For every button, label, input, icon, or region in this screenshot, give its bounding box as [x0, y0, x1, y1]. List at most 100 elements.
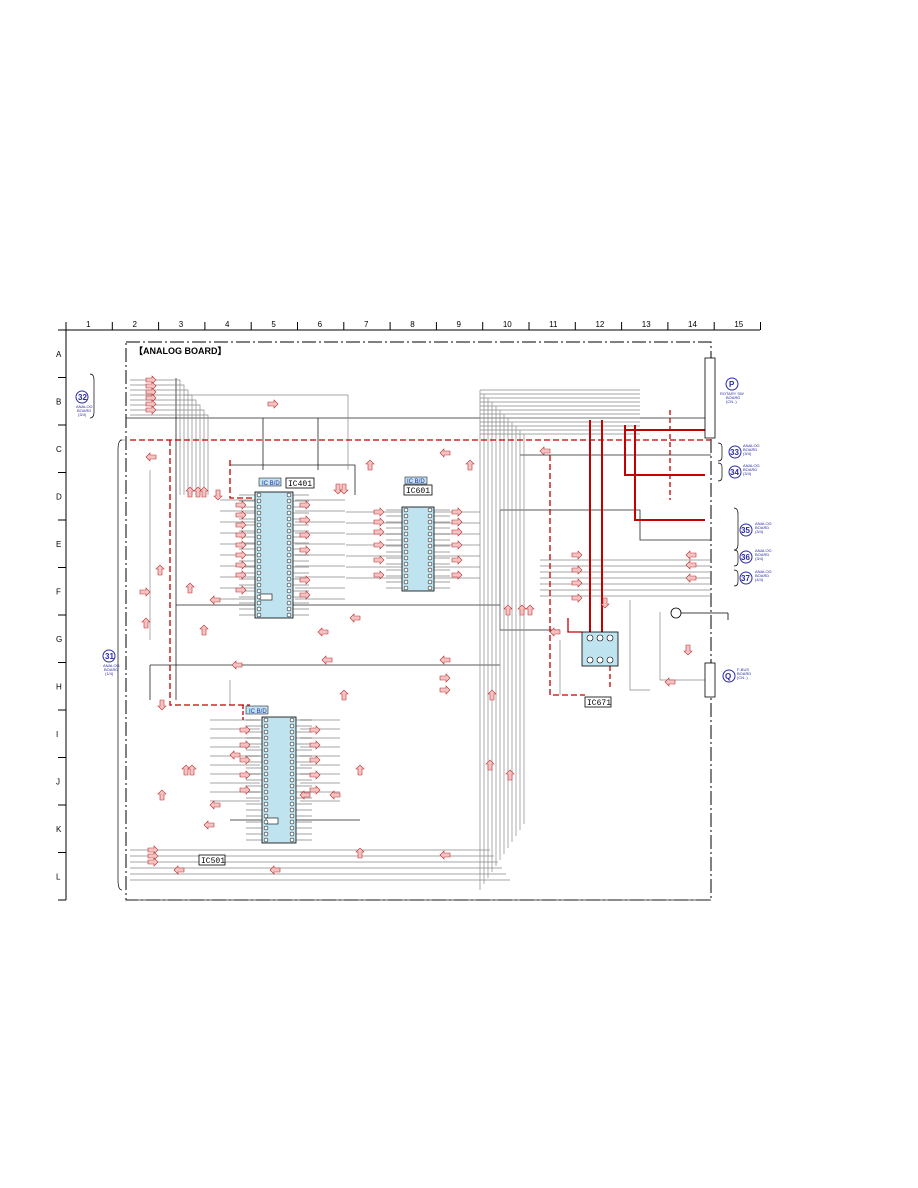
ic501: IC B/D IC501: [198, 705, 312, 866]
signal-arrow: [141, 617, 151, 629]
svg-text:BOARD: BOARD: [737, 671, 751, 676]
row-label: L: [56, 872, 61, 881]
signal-arrow: [299, 530, 311, 540]
svg-text:(3/4): (3/4): [755, 529, 764, 534]
signal-arrow: [451, 507, 463, 517]
signal-arrow: [373, 555, 385, 565]
signal-arrow: [329, 790, 341, 800]
signal-arrow: [451, 517, 463, 527]
signal-arrow: [355, 847, 365, 859]
signal-arrow: [317, 627, 329, 637]
connector-p: P ROTARY SW BOARD (CN..): [704, 357, 744, 439]
signal-arrow: [373, 570, 385, 580]
row-label: F: [56, 587, 61, 596]
ic671: IC671: [581, 631, 619, 708]
svg-text:31: 31: [105, 652, 114, 661]
signal-arrow: [155, 564, 165, 576]
signal-arrow: [309, 770, 321, 780]
signal-arrow: [571, 578, 583, 588]
signal-arrow: [235, 550, 247, 560]
signal-arrow: [451, 527, 463, 537]
signal-arrow: [571, 550, 583, 560]
signal-arrow: [439, 850, 451, 860]
row-label: C: [56, 445, 62, 454]
signal-arrow: [235, 540, 247, 550]
signal-arrow: [451, 540, 463, 550]
svg-text:ANALOG: ANALOG: [743, 443, 760, 448]
row-label: J: [56, 777, 60, 786]
signal-arrow: [299, 590, 311, 600]
column-label: 8: [410, 320, 415, 329]
signal-arrow: [549, 627, 561, 637]
svg-text:34: 34: [730, 468, 739, 477]
signal-arrow: [199, 486, 209, 498]
signal-arrow: [465, 459, 475, 471]
column-label: 14: [688, 320, 697, 329]
signal-arrow: [235, 585, 247, 595]
signal-arrow: [145, 452, 157, 462]
svg-text:BOARD: BOARD: [755, 573, 769, 578]
signal-arrow: [439, 655, 451, 665]
signal-arrow: [339, 689, 349, 701]
signal-arrow: [321, 655, 333, 665]
signal-arrow: [309, 725, 321, 735]
column-label: 10: [503, 320, 512, 329]
signal-arrow: [299, 575, 311, 585]
signal-arrow: [339, 483, 349, 495]
svg-text:BOARD: BOARD: [755, 552, 769, 557]
signal-arrow: [147, 857, 159, 867]
jack-symbol: [670, 607, 729, 620]
svg-text:33: 33: [730, 448, 739, 457]
svg-text:BOARD: BOARD: [755, 525, 769, 530]
connector-37: 37 ANALOG BOARD (4/4): [733, 569, 772, 587]
signal-arrow: [187, 764, 197, 776]
column-label: 13: [642, 320, 651, 329]
signal-arrow: [145, 375, 157, 385]
grey-wires: [120, 379, 711, 890]
svg-text:(3/4): (3/4): [743, 451, 752, 456]
column-label: 3: [179, 320, 184, 329]
row-label: D: [56, 492, 62, 501]
signal-arrow: [365, 459, 375, 471]
svg-text:ANALOG: ANALOG: [103, 663, 120, 668]
row-label: A: [56, 350, 62, 359]
signal-arrow: [451, 570, 463, 580]
signal-arrow: [309, 740, 321, 750]
signal-arrows: [139, 375, 697, 875]
signal-arrow: [145, 399, 157, 409]
row-label: I: [56, 730, 58, 739]
signal-arrow: [487, 689, 497, 701]
signal-arrow: [309, 755, 321, 765]
svg-text:F-BUS: F-BUS: [737, 667, 749, 672]
svg-text:BOARD: BOARD: [743, 467, 757, 472]
signal-arrow: [209, 595, 221, 605]
svg-text:Q: Q: [725, 672, 731, 681]
signal-arrow: [664, 677, 676, 687]
svg-text:(3/4): (3/4): [755, 556, 764, 561]
signal-arrow: [199, 624, 209, 636]
signal-arrow: [525, 604, 535, 616]
signal-arrow: [517, 604, 527, 616]
signal-arrow: [235, 500, 247, 510]
svg-text:BOARD: BOARD: [104, 667, 118, 672]
column-label: 12: [595, 320, 604, 329]
signal-arrow: [213, 489, 223, 501]
signal-arrow: [269, 865, 281, 875]
signal-arrow: [299, 545, 311, 555]
signal-arrow: [505, 769, 515, 781]
ic671-label: IC671: [587, 699, 611, 708]
row-label: H: [56, 682, 62, 691]
signal-arrow: [355, 764, 365, 776]
signal-arrow: [239, 755, 251, 765]
signal-arrow: [299, 790, 311, 800]
signal-arrow: [145, 381, 157, 391]
signal-arrow: [373, 540, 385, 550]
signal-arrow: [229, 750, 241, 760]
ic501-tag: IC B/D: [249, 709, 267, 715]
board-title: 【ANALOG BOARD】: [134, 346, 227, 356]
signal-arrow: [145, 393, 157, 403]
red-wires: [130, 410, 711, 720]
ic501-label: IC501: [201, 857, 225, 866]
signal-arrow: [235, 520, 247, 530]
signal-arrow: [685, 573, 697, 583]
